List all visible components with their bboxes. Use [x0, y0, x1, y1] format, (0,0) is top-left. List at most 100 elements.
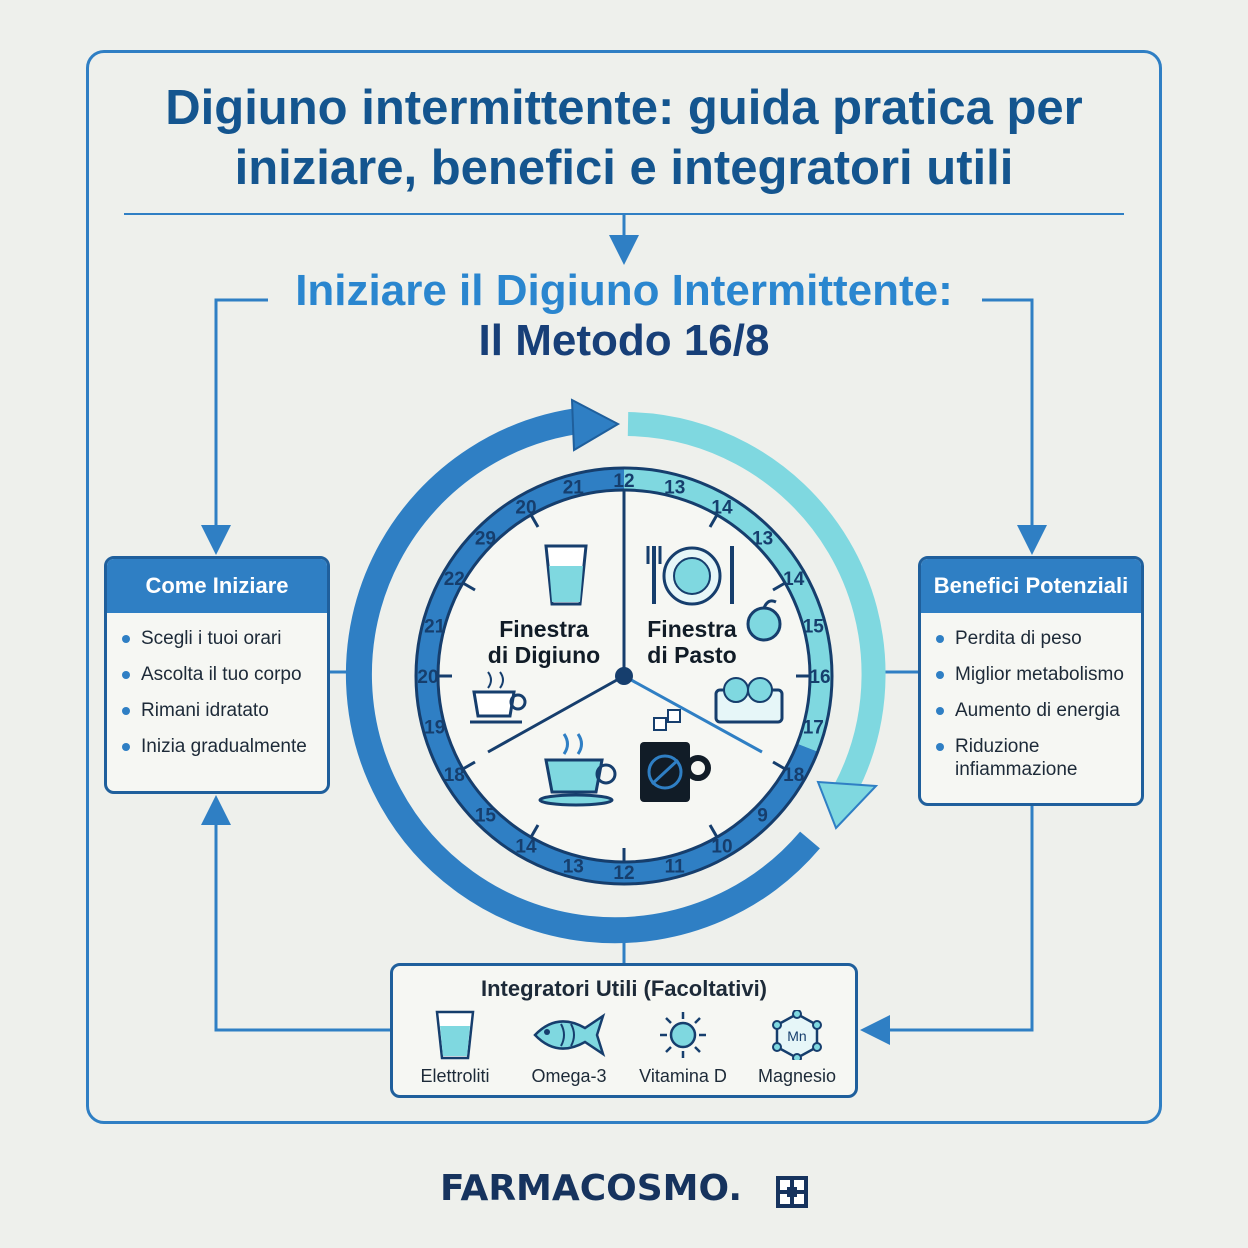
supplement-elettroliti: Elettroliti: [399, 1010, 511, 1087]
eating-arrowhead: [816, 780, 879, 830]
list-item: Miglior metabolismo: [935, 663, 1141, 686]
clock-hour-label: 15: [803, 616, 825, 637]
list-item: Aumento di energia: [935, 699, 1141, 722]
no-sugar-mug-icon: [640, 709, 711, 802]
clock-hour-label: 13: [664, 478, 685, 499]
brand-mark-icon: [776, 1176, 808, 1208]
subtitle-line-2: Il Metodo 16/8: [478, 316, 770, 365]
water-glass-icon: [435, 1010, 475, 1060]
fasting-label-line-1: Finestra: [499, 616, 589, 642]
clock-tick: [462, 760, 476, 771]
clock-hour-label: 12: [613, 471, 634, 492]
supplement-omega3: Omega-3: [513, 1010, 625, 1087]
clock-tick-marks: [438, 490, 810, 862]
water-glass-icon: [544, 544, 588, 606]
clock-hour-label: 19: [424, 718, 445, 739]
list-item: Ascolta il tuo corpo: [121, 663, 327, 686]
clock-hour-label: 14: [515, 837, 537, 858]
clock-hour-label: 10: [711, 837, 732, 858]
clock-hour-label: 18: [783, 765, 804, 786]
come-iniziare-list: Scegli i tuoi orari Ascolta il tuo corpo…: [107, 613, 327, 758]
clock-tick: [772, 581, 786, 592]
flow-connectors: [201, 215, 1047, 1045]
clock-hour-label: 29: [475, 528, 496, 549]
fork-plate-knife-icon: [646, 546, 734, 606]
title-line-2: iniziare, benefici e integratori utili: [234, 141, 1014, 195]
connector-right-bottom: [860, 805, 1034, 1045]
clock-center: [615, 667, 633, 685]
magnesium-symbol: Mn: [787, 1028, 806, 1044]
fasting-window-label: Finestra di Digiuno: [486, 616, 602, 668]
list-item: Perdita di peso: [935, 627, 1141, 650]
integratori-heading: Integratori Utili (Facoltativi): [480, 976, 768, 1001]
clock-hour-label: 11: [665, 856, 686, 877]
benefici-list: Perdita di peso Miglior metabolismo Aume…: [921, 613, 1141, 781]
brand-logo[interactable]: FARMACOSMO.: [440, 1166, 810, 1212]
title-divider: [124, 213, 1124, 215]
clock-tick: [772, 760, 786, 771]
supplement-label: Elettroliti: [420, 1066, 490, 1086]
fasting-label-line-2: di Digiuno: [487, 642, 601, 668]
supplement-magnesio: Mn Magnesio: [741, 1010, 853, 1087]
clock-hour-label: 15: [475, 806, 497, 827]
supplement-label: Omega-3: [531, 1066, 607, 1086]
benefici-heading: Benefici Potenziali: [921, 559, 1141, 613]
clock-hour-label: 14: [711, 497, 733, 518]
list-item: Riduzione infiammazione: [935, 735, 1125, 781]
apple-icon: [746, 599, 782, 642]
fasting-arrowhead: [570, 398, 621, 452]
clock-hour-label: 20: [515, 497, 536, 518]
list-item: Rimani idratato: [121, 699, 327, 722]
list-item: Inizia gradualmente: [121, 735, 327, 758]
eating-label-line-2: di Pasto: [647, 642, 737, 668]
connector-left-top: [201, 298, 268, 555]
connector-left-bottom: [201, 795, 390, 1032]
clock-hour-label: 13: [563, 856, 584, 877]
clock-hour-label: 21: [424, 616, 446, 637]
supplement-label: Magnesio: [757, 1066, 837, 1086]
clock-hour-labels: 12 13 14 13 14 15 16 17 18 9 10 11 12 13 14 15 18 19 20 21 2…: [417, 471, 830, 884]
meal-box-icon: [714, 677, 784, 724]
brand-name: FARMACOSMO.: [440, 1168, 742, 1209]
section-subtitle: Iniziare il Digiuno Intermittente: Il Me…: [250, 266, 998, 366]
steaming-cup-icon: [538, 733, 617, 807]
page-title: Digiuno intermittente: guida pratica per…: [100, 78, 1148, 198]
steaming-cup-small-icon: [470, 671, 527, 724]
clock-tick: [462, 581, 476, 592]
eating-window-label: Finestra di Pasto: [640, 616, 744, 668]
clock-hour-label: 22: [444, 569, 465, 590]
title-line-1: Digiuno intermittente: guida pratica per: [165, 81, 1083, 135]
list-item: Scegli i tuoi orari: [121, 627, 327, 650]
clock-tick: [529, 824, 540, 838]
subtitle-line-1: Iniziare il Digiuno Intermittente:: [295, 266, 953, 315]
clock-hour-label: 9: [757, 806, 768, 827]
clock-tick: [529, 514, 540, 528]
outer-frame: [86, 50, 1162, 1124]
come-iniziare-card: Come Iniziare Scegli i tuoi orari Ascolt…: [104, 556, 330, 794]
clock-hour-label: 12: [613, 863, 634, 884]
connector-right-top: [982, 298, 1047, 555]
sun-icon: [660, 1012, 706, 1058]
clock-hour-label: 21: [563, 478, 585, 499]
integratori-card: Integratori Utili (Facoltativi) Elettrol…: [390, 963, 858, 1098]
eating-cycle-arrow: [627, 412, 886, 796]
come-iniziare-heading: Come Iniziare: [107, 559, 327, 613]
clock-hand-right: [623, 674, 763, 754]
supplement-label: Vitamina D: [639, 1066, 727, 1086]
clock-hour-label: 14: [783, 569, 805, 590]
clock-tick: [708, 514, 719, 528]
eating-label-line-1: Finestra: [647, 616, 737, 642]
clock-hour-label: 17: [803, 718, 824, 739]
clock-hour-label: 16: [809, 667, 830, 688]
supplement-vitamina-d: Vitamina D: [627, 1010, 739, 1087]
clock-hour-label: 13: [752, 528, 773, 549]
clock-hour-label: 18: [444, 765, 465, 786]
clock-tick: [708, 824, 719, 838]
benefici-card: Benefici Potenziali Perdita di peso Migl…: [918, 556, 1144, 806]
fasting-cycle-arrow: [345, 407, 820, 944]
magnesium-molecule-icon: Mn: [772, 1010, 822, 1060]
clock-hand-left: [487, 674, 625, 754]
clock-hour-label: 20: [417, 667, 438, 688]
fish-icon: [533, 1012, 606, 1058]
